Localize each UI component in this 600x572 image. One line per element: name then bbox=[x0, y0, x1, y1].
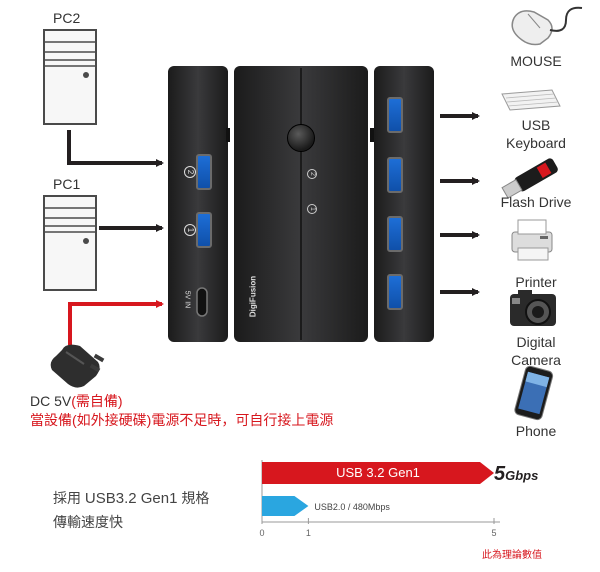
device-port-4 bbox=[387, 274, 403, 310]
device-port-2 bbox=[387, 157, 403, 193]
chart-bar-label-1: USB2.0 / 480Mbps bbox=[314, 502, 390, 512]
power-note: 當設備(如外接硬碟)電源不足時，可自行接上電源 bbox=[30, 412, 334, 428]
chart-value-number: 5 bbox=[494, 463, 506, 485]
power-label: DC 5V(需自備) bbox=[30, 391, 123, 411]
chart-value-label: 5Gbps bbox=[494, 463, 538, 486]
pc1-label: PC1 bbox=[53, 176, 81, 192]
device-port-3 bbox=[387, 216, 403, 252]
device-port-1 bbox=[387, 97, 403, 133]
device-label-printer: Printer bbox=[515, 274, 557, 290]
spec-suffix: 規格 bbox=[177, 490, 210, 506]
power-self-provided-note: (需自備) bbox=[71, 393, 123, 409]
chart-x-tick-label-0: 0 bbox=[259, 528, 264, 538]
power-connector bbox=[68, 300, 164, 345]
spec-prefix: 採用 bbox=[53, 490, 85, 506]
chart-bar-1 bbox=[262, 496, 309, 516]
pc2-connector bbox=[67, 130, 164, 167]
device-label-mouse: MOUSE bbox=[510, 53, 562, 69]
spec-standard: USB3.2 Gen1 bbox=[84, 490, 178, 507]
chart-bar-label-0: USB 3.2 Gen1 bbox=[336, 465, 420, 480]
device-label-camera: Digital Camera bbox=[511, 334, 561, 368]
power-spec: DC 5V bbox=[30, 393, 72, 409]
spec-line-2: 傳輸速度快 bbox=[53, 514, 123, 530]
chart-x-tick-label-2: 5 bbox=[491, 528, 496, 538]
device-label-phone: Phone bbox=[515, 423, 557, 439]
chart-bar-0 bbox=[262, 462, 494, 484]
switch-button[interactable] bbox=[287, 124, 315, 152]
chart-footnote: 此為理論數值 bbox=[482, 550, 542, 561]
device-label-flash-drive: Flash Drive bbox=[500, 194, 572, 210]
chart-value-unit: Gbps bbox=[505, 468, 539, 483]
pc2-label: PC2 bbox=[53, 10, 81, 26]
chart-x-tick-label-1: 1 bbox=[306, 528, 311, 538]
spec-line-1: 採用 USB3.2 Gen1 規格 bbox=[53, 488, 209, 508]
device-label-keyboard: USB Keyboard bbox=[506, 117, 566, 151]
